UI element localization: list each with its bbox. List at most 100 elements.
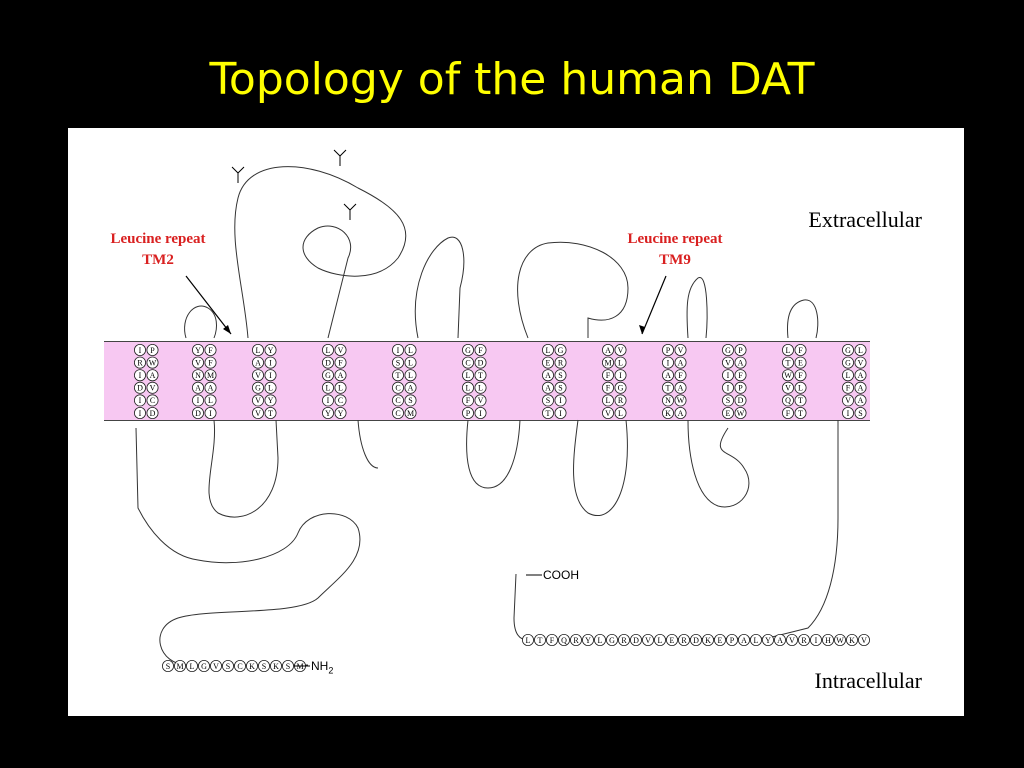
tm6-residue: L (474, 381, 487, 394)
residue-circle (281, 660, 294, 673)
tm3-residue: Y (264, 394, 277, 407)
tm6-residue: L (461, 369, 474, 382)
residue-circle (750, 633, 763, 646)
extracellular-loop-2 (234, 166, 407, 339)
residue-circle (662, 356, 675, 369)
tm9-residue: T (662, 381, 675, 394)
residue-letter: Y (765, 636, 771, 645)
tm8-residue: I (614, 369, 627, 382)
c-tail-residue: I (810, 633, 823, 646)
residue-letter: T (268, 409, 273, 418)
c-tail-residue: Y (762, 633, 775, 646)
residue-letter: D (137, 384, 143, 393)
residue-letter: I (209, 409, 212, 418)
residue-letter: A (408, 384, 414, 393)
c-tail-residue: A (738, 633, 751, 646)
tm1-residue: C (146, 394, 159, 407)
residue-letter: V (789, 636, 795, 645)
tm1-residue: I (134, 343, 147, 356)
tm9-residue: A (662, 369, 675, 382)
tm4-residue: V (334, 343, 347, 356)
residue-circle (654, 633, 667, 646)
residue-letter: V (845, 396, 851, 405)
residue-letter: A (678, 384, 684, 393)
tm8-residue: F (602, 381, 615, 394)
residue-circle (794, 343, 807, 356)
residue-letter: V (858, 358, 864, 367)
residue-letter: V (785, 384, 791, 393)
residue-letter: C (395, 409, 400, 418)
residue-letter: N (195, 371, 201, 380)
tm9-residue: A (674, 381, 687, 394)
c-tail-residue: Q (557, 633, 570, 646)
residue-circle (391, 343, 404, 356)
tm3-residue: Y (264, 343, 277, 356)
residue-circle (842, 394, 855, 407)
residue-letter: P (666, 346, 671, 355)
residue-letter: G (558, 346, 564, 355)
residue-circle (134, 356, 147, 369)
tm1-residue: I (134, 394, 147, 407)
tm1-residue: V (146, 381, 159, 394)
residue-circle (474, 381, 487, 394)
residue-letter: G (255, 384, 261, 393)
residue-circle (391, 356, 404, 369)
residue-circle (722, 343, 735, 356)
residue-circle (334, 406, 347, 419)
n-tail-residue: K (269, 660, 282, 673)
residue-letter: L (618, 358, 623, 367)
tm8-residue: V (602, 406, 615, 419)
residue-letter: D (325, 358, 331, 367)
tm7-residue: E (541, 356, 554, 369)
residue-letter: L (208, 396, 213, 405)
residue-letter: Y (325, 409, 331, 418)
tm8-residue: R (614, 394, 627, 407)
residue-letter: I (815, 636, 818, 645)
tm9-residue: I (662, 356, 675, 369)
tm5-residue: C (391, 406, 404, 419)
c-tail-residue: R (618, 633, 631, 646)
residue-letter: V (725, 358, 731, 367)
residue-letter: L (338, 384, 343, 393)
residue-letter: K (849, 636, 855, 645)
tm8-residue: L (602, 394, 615, 407)
residue-letter: L (256, 346, 261, 355)
tm12-residue: F (842, 381, 855, 394)
tm2-residue: F (204, 356, 217, 369)
intracellular-loop-3 (466, 419, 521, 489)
residue-circle (734, 369, 747, 382)
c-tail-residue: L (521, 633, 534, 646)
residue-circle (334, 381, 347, 394)
residue-circle (854, 381, 867, 394)
tm10-residue: W (734, 406, 747, 419)
residue-letter: F (846, 384, 851, 393)
tm4-residue: L (321, 343, 334, 356)
residue-letter: F (338, 358, 343, 367)
residue-circle (662, 394, 675, 407)
residue-circle (134, 406, 147, 419)
residue-letter: Y (338, 409, 344, 418)
residue-letter: I (847, 409, 850, 418)
residue-letter: A (738, 358, 744, 367)
tm11-residue: L (782, 343, 795, 356)
residue-letter: L (326, 346, 331, 355)
residue-circle (251, 394, 264, 407)
residue-letter: I (139, 371, 142, 380)
residue-letter: L (478, 384, 483, 393)
tm3-residue: I (264, 369, 277, 382)
residue-letter: F (550, 636, 555, 645)
residue-letter: P (738, 346, 743, 355)
residue-letter: L (754, 636, 759, 645)
residue-circle (474, 394, 487, 407)
transmembrane-helices: IRIDIIPWAVCDYVNAIDFFMALILAVGVVYIILYTLDGL… (134, 343, 867, 419)
residue-circle (614, 356, 627, 369)
residue-circle (146, 394, 159, 407)
residue-letter: W (737, 409, 745, 418)
residue-letter: A (777, 636, 783, 645)
residue-circle (264, 343, 277, 356)
topology-diagram: IRIDIIPWAVCDYVNAIDFFMALILAVGVVYIILYTLDGL… (134, 149, 871, 673)
residue-letter: I (667, 358, 670, 367)
tm6-residue: P (461, 406, 474, 419)
residue-letter: K (273, 662, 279, 671)
residue-circle (146, 406, 159, 419)
